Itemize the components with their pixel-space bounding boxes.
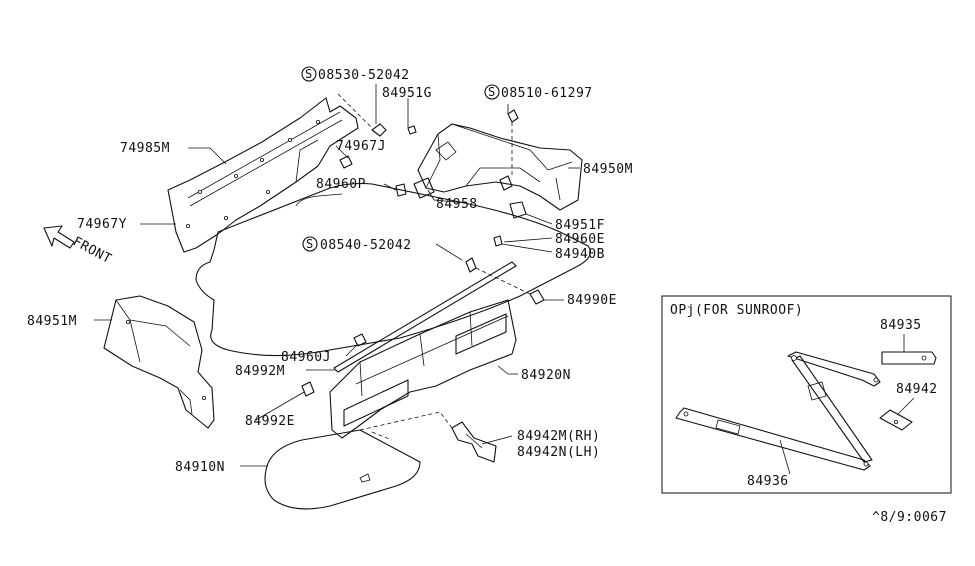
callout-08530-52042: 08530-52042: [318, 68, 410, 83]
callout-84960e: 84960E: [555, 232, 605, 247]
side-trim-84951m: [103, 295, 215, 429]
callout-74967y: 74967Y: [77, 217, 127, 232]
trunk-trim-outline: [195, 182, 591, 357]
inset-title: OPj(FOR SUNROOF): [670, 303, 803, 318]
screw-symbol-label: S: [306, 237, 313, 251]
leader-lines: [94, 84, 580, 467]
callout-84992e: 84992E: [245, 414, 295, 429]
callout-84942m-rh: 84942M(RH): [517, 429, 600, 444]
callout-84940b: 84940B: [555, 247, 605, 262]
floor-mat-84910n: [264, 429, 421, 510]
callout-84951m: 84951M: [27, 314, 77, 329]
sunroof-inset: OPj(FOR SUNROOF) 84935 84942 84936: [661, 295, 952, 494]
callout-84992m: 84992M: [235, 364, 285, 379]
callout-84942: 84942: [896, 382, 938, 397]
callout-08510-61297: 08510-61297: [501, 86, 593, 101]
front-label: FRONT: [70, 234, 114, 267]
bracket-84942: [451, 421, 497, 463]
screw-symbols: S S S: [301, 66, 500, 252]
callout-84950m: 84950M: [583, 162, 633, 177]
trim-panel-84950m: [417, 123, 583, 211]
fasteners: [301, 109, 545, 397]
callout-74985m: 74985M: [120, 141, 170, 156]
callout-84960j: 84960J: [281, 350, 331, 365]
callout-84951f: 84951F: [555, 218, 605, 233]
callout-08540-52042: 08540-52042: [320, 238, 412, 253]
callout-84958: 84958: [436, 197, 478, 212]
front-arrow-icon: [43, 225, 75, 249]
diagram-code: ^8/9:0067: [872, 510, 947, 525]
callout-84951g: 84951G: [382, 86, 432, 101]
callout-84990e: 84990E: [567, 293, 617, 308]
callout-84942n-lh: 84942N(LH): [517, 445, 600, 460]
callout-84910n: 84910N: [175, 460, 225, 475]
callout-84935: 84935: [880, 318, 922, 333]
screw-symbol-label: S: [305, 67, 312, 81]
callout-labels: 08530-52042 84951G 08510-61297 74985M 74…: [27, 68, 633, 475]
rear-panel-84920n: [329, 299, 517, 439]
front-arrow: FRONT: [43, 225, 114, 267]
screw-symbol-label: S: [488, 85, 495, 99]
callout-84960p: 84960P: [316, 177, 366, 192]
trim-panel-74985m: [167, 97, 359, 253]
dashed-guides: [337, 93, 531, 441]
callout-84936: 84936: [747, 474, 789, 489]
callout-84920n: 84920N: [521, 368, 571, 383]
strip-84992m: [333, 261, 517, 373]
callout-74967j: 74967J: [336, 139, 386, 154]
